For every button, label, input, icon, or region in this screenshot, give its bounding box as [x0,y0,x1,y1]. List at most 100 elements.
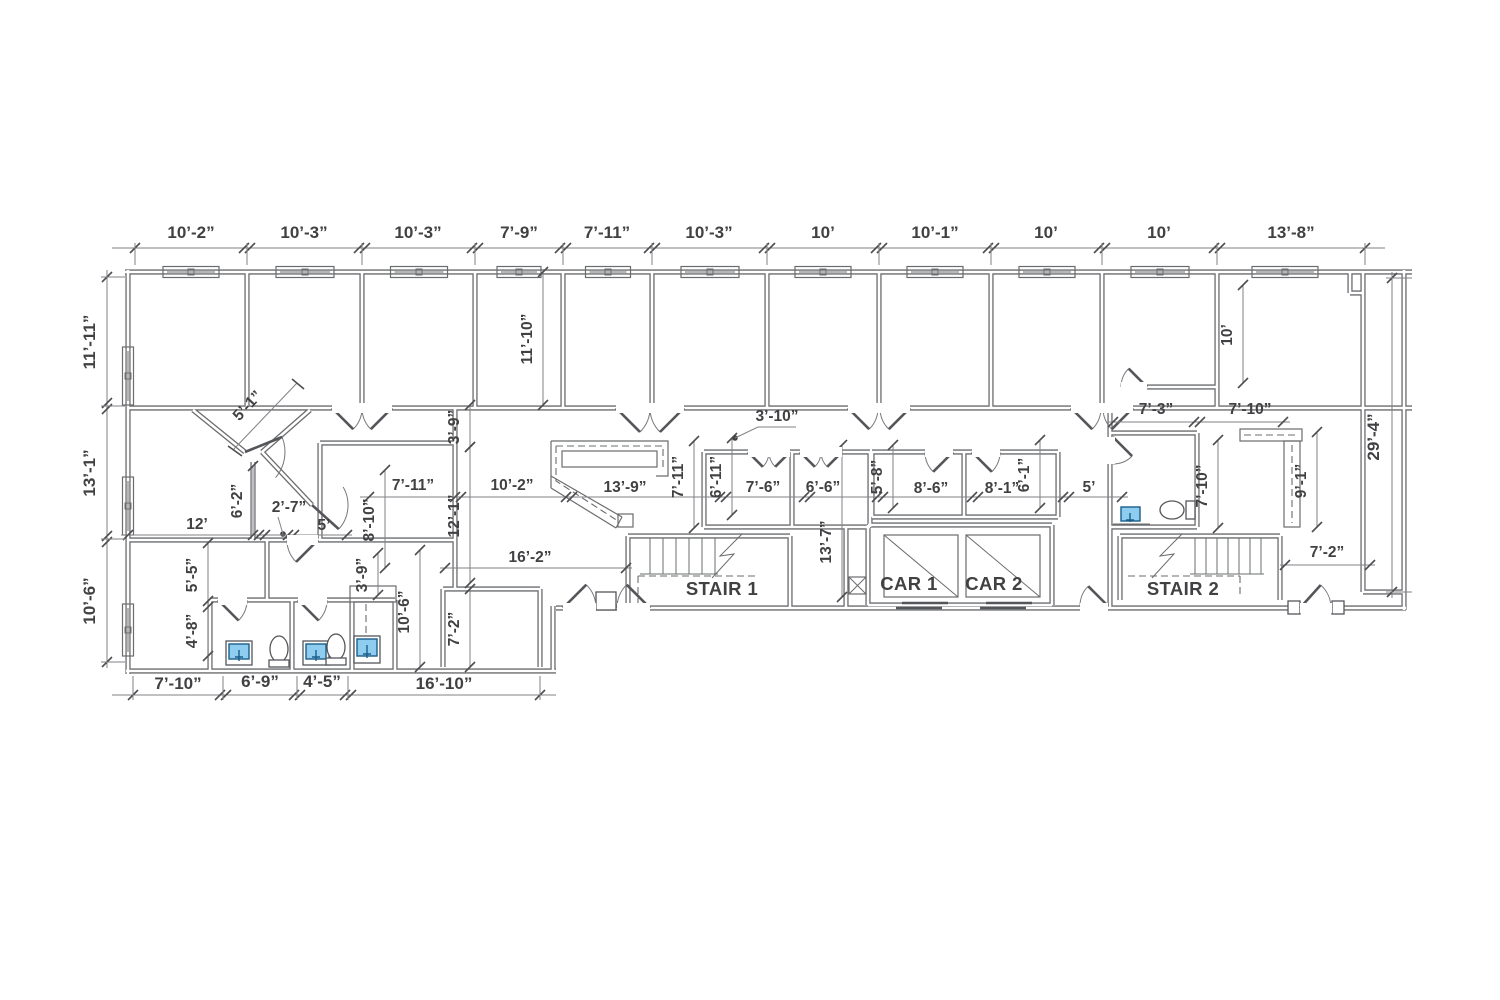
dim-tick [1237,377,1249,389]
dim-tick [1063,491,1075,503]
dim-12-1: 12’-1” [446,494,463,537]
dim-3-9b: 3’-9” [354,558,371,592]
dim-tick [714,491,726,503]
dim-tick [1116,491,1128,503]
dim-tick [363,491,375,503]
dim-tick [414,661,426,673]
dim-5-8: 5’-8” [869,460,886,494]
window-mullion [415,268,423,276]
dim-top-5: 10’-3” [685,223,732,242]
dim-left-0: 11’-11” [80,315,99,370]
dim-line-diagonal [232,382,298,451]
dim-8-1: 8’-1” [985,480,1019,497]
window-mullion [124,626,132,634]
dim-tick [464,399,476,411]
dim-5a: 5’ [318,517,331,534]
shaft-vent-icon [848,576,867,595]
window-icon [1018,265,1076,279]
dim-7-2r: 7’-2” [1310,544,1344,561]
dim-top-4: 7’-11” [584,223,630,242]
dim-8-10: 8’-10” [361,498,378,541]
dim-6-6: 6’-6” [806,479,840,496]
window-mullion [931,268,939,276]
dim-tick [972,491,984,503]
door-swing-arc [275,436,286,479]
dim-7-2v: 7’-2” [446,612,463,646]
side-counter [1239,428,1303,528]
dim-3-9a: 3’-9” [446,410,463,444]
dim-tick [464,661,476,673]
dim-tick [1364,559,1376,571]
entry-pier [595,591,617,611]
room-label-stair1: STAIR 1 [686,578,758,599]
dim-tick [1194,416,1206,428]
door-pier [1287,600,1301,615]
labels-layer: 10’-2” 10’-3” 10’-3” 7’-9” 7’-11” 10’-3”… [80,223,1383,693]
dim-tick [455,491,467,503]
window-icon [275,265,335,279]
dim-tick [798,491,810,503]
dim-tick [688,435,700,447]
dim-tick [537,399,549,411]
toilet-icon [1159,500,1196,520]
dim-tick [720,491,732,503]
dim-tick [1311,521,1323,533]
window-icon [906,265,964,279]
window-mullion [187,268,195,276]
dim-7-11v: 7’-11” [670,456,687,498]
leader-line [277,516,284,535]
dim-6-1: 6’-1” [1016,458,1033,492]
dim-tick [1034,434,1046,446]
dim-tick [966,491,978,503]
dim-tick [877,491,889,503]
toilet-icon [268,635,290,668]
dim-bottom-2: 4’-5” [303,672,341,691]
door-leaf [1087,585,1109,607]
dim-tick [464,583,476,595]
window-icon [121,346,135,406]
elevator-car-1 [883,534,959,610]
dim-top-6: 10’ [811,223,835,242]
dim-tick [253,529,265,541]
window-icon [584,265,632,279]
dim-tick [247,529,259,541]
sink-icon [225,640,253,666]
dim-tick [537,266,549,278]
elevator-car-2 [965,534,1041,610]
dim-4-8: 4’-8” [184,614,201,648]
dim-right-0: 29’-4” [1364,413,1383,460]
dim-tick [871,491,883,503]
dim-tick [379,562,391,574]
dim-2-7: 2’-7” [272,499,306,516]
room-label-car2: CAR 2 [965,573,1023,594]
window-mullion [819,268,827,276]
dim-tick [202,601,214,613]
window-mullion [515,268,523,276]
dim-tick [620,562,632,574]
dim-7-6: 7’-6” [746,479,780,496]
dim-tick [566,491,578,503]
dim-tick [341,529,353,541]
dim-5-5: 5’-5” [184,558,201,592]
dim-top-8: 10’ [1034,223,1058,242]
dim-bottom-3: 16’-10” [416,674,473,693]
window-icon [121,603,135,657]
dimension-lines-layer [101,242,1412,701]
dim-tick [449,491,461,503]
window-mullion [1043,268,1051,276]
dim-16-2: 16’-2” [508,549,551,566]
dim-tick [372,589,384,601]
dim-tick [1107,416,1119,428]
door-pier [1331,600,1345,615]
dim-tick [726,432,738,444]
dim-tick [1311,426,1323,438]
dim-tick [560,491,572,503]
computer-icon [1113,506,1150,525]
dim-tick [1188,416,1200,428]
dim-tick [1237,279,1249,291]
dim-tick [439,562,451,574]
dim-9-1: 9’-1” [1293,464,1310,498]
window-icon [794,265,852,279]
door-swing-arc [338,486,349,530]
dim-bottom-1: 6’-9” [241,672,279,691]
